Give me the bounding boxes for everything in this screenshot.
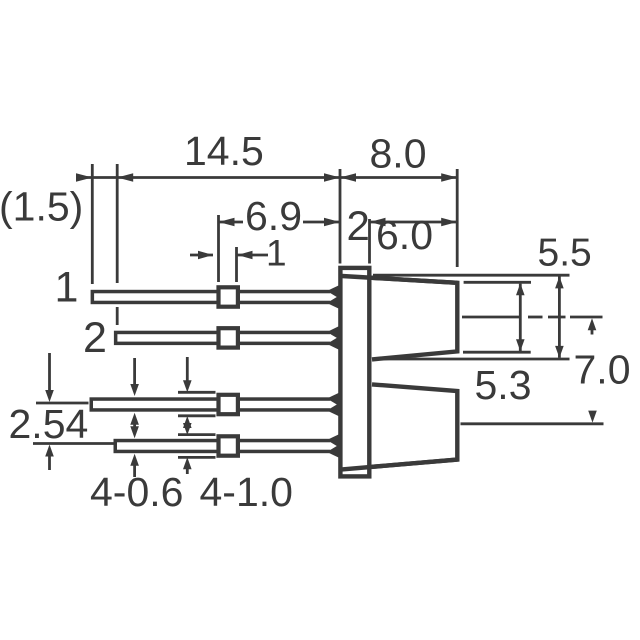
- svg-text:5.3: 5.3: [475, 362, 532, 408]
- svg-text:5.5: 5.5: [538, 232, 592, 275]
- svg-text:7.0: 7.0: [574, 347, 631, 393]
- svg-text:8.0: 8.0: [370, 131, 427, 177]
- svg-text:6.0: 6.0: [376, 212, 433, 258]
- svg-text:14.5: 14.5: [184, 128, 264, 174]
- svg-text:2: 2: [347, 202, 370, 249]
- svg-text:1: 1: [266, 232, 287, 273]
- svg-text:(1.5): (1.5): [0, 184, 83, 230]
- svg-text:4-0.6: 4-0.6: [90, 469, 183, 515]
- svg-text:6.9: 6.9: [245, 193, 302, 239]
- svg-text:2: 2: [83, 314, 107, 362]
- svg-text:2.54: 2.54: [9, 401, 89, 447]
- svg-text:4-1.0: 4-1.0: [200, 469, 293, 515]
- svg-text:1: 1: [55, 264, 79, 312]
